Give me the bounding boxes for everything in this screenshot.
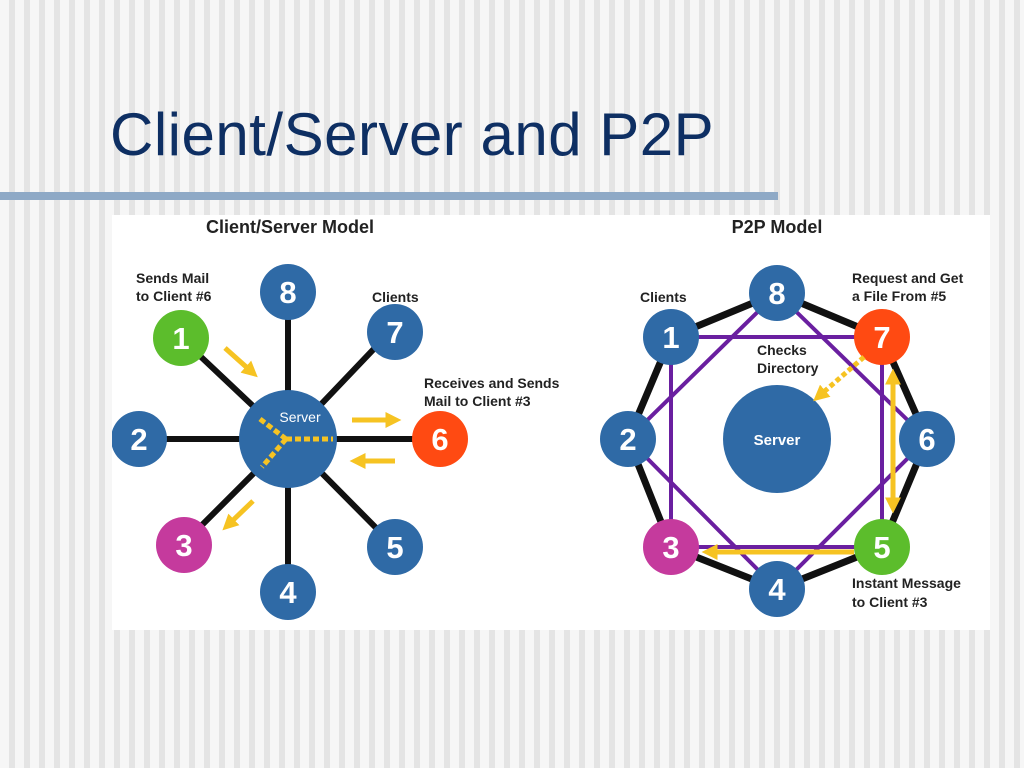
client-server-title: Client/Server Model [206,217,374,237]
note-checks-directory: Checks Directory [757,342,819,376]
mail-flow-arrows [222,346,402,531]
figure-panel: Client/Server Model Server 1 2 [112,215,990,630]
mail-route-path [258,417,333,469]
note-receives-sends: Receives and Sends Mail to Client #3 [424,375,563,409]
peer-node-4: 4 [749,561,805,617]
client-node-8: 8 [260,264,316,320]
client-node-2: 2 [112,411,167,467]
p2p-note-clients: Clients [640,289,687,305]
node-number: 6 [431,422,448,457]
node-number: 4 [279,575,297,610]
network-diagram: Client/Server Model Server 1 2 [112,217,967,620]
p2p-title: P2P Model [732,217,823,237]
p2p-server-label: Server [754,432,801,449]
node-number: 7 [386,315,403,350]
node-number: 3 [175,528,192,563]
note-clients: Clients [372,289,419,305]
slide-title: Client/Server and P2P [110,101,715,168]
arrow-to-client-3 [222,499,255,531]
p2p-flow-arrows [701,355,902,561]
peer-node-3: 3 [643,519,699,575]
peer-node-8: 8 [749,265,805,321]
arrow-checks-directory [813,355,866,402]
node-number: 5 [873,530,890,565]
directory-server-node [723,385,831,493]
server-label: Server [279,409,321,425]
client-node-7: 7 [367,304,423,360]
peer-node-7: 7 [854,309,910,365]
node-number: 1 [662,320,679,355]
note-sends-mail: Sends Mail to Client #6 [136,270,213,304]
client-node-3: 3 [156,517,212,573]
node-number: 1 [172,321,189,356]
note-request-file: Request and Get a File From #5 [852,270,967,304]
client-server-diagram: Client/Server Model Server 1 2 [112,217,563,620]
client-node-5: 5 [367,519,423,575]
node-number: 2 [130,422,147,457]
node-number: 3 [662,530,679,565]
node-number: 8 [279,275,296,310]
note-instant-message: Instant Message to Client #3 [852,575,965,610]
peer-node-1: 1 [643,309,699,365]
node-number: 5 [386,530,403,565]
peer-node-5: 5 [854,519,910,575]
node-number: 8 [768,276,785,311]
node-number: 6 [918,422,935,457]
peer-node-6: 6 [899,411,955,467]
client-node-4: 4 [260,564,316,620]
client-node-1: 1 [153,310,209,366]
client-node-6: 6 [412,411,468,467]
p2p-diagram: P2P Model Server 1 2 3 4 5 [600,217,967,617]
title-divider [0,192,778,200]
node-number: 4 [768,572,786,607]
node-number: 7 [873,320,890,355]
node-number: 2 [619,422,636,457]
peer-node-2: 2 [600,411,656,467]
arrow-to-server [223,346,258,378]
